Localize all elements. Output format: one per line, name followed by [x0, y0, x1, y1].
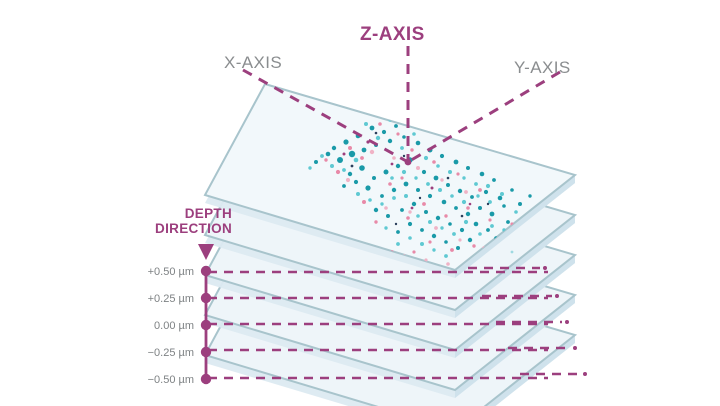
depth-node-1 [200, 265, 212, 277]
z-axis-label: Z-AXIS [360, 24, 425, 45]
depth-node-3 [200, 319, 212, 331]
depth-guide-lines [208, 270, 548, 380]
particle-cloud [308, 118, 532, 266]
depth-tick-label-1: +0.50 µm [148, 266, 194, 278]
axis-guides [242, 46, 561, 166]
depth-direction-label-line1: DEPTH [185, 206, 232, 221]
y-axis-label: Y-AXIS [514, 58, 571, 77]
depth-tick-label-3: 0.00 µm [154, 320, 194, 332]
particle-group-teal-light [308, 118, 518, 258]
depth-direction-arrow [198, 244, 214, 260]
depth-node-4 [200, 346, 212, 358]
x-axis-label: X-AXIS [224, 53, 282, 72]
x-axis-guide-line [242, 68, 409, 164]
depth-node-5 [200, 373, 212, 385]
axis-origin-marker [404, 158, 412, 166]
depth-tick-label-4: −0.25 µm [148, 347, 194, 359]
depth-direction-label-line2: DIRECTION [155, 221, 232, 236]
depth-scale [198, 244, 214, 385]
depth-tick-label-5: −0.50 µm [148, 374, 194, 386]
particle-group-pink [324, 122, 514, 254]
y-axis-guide-line [407, 70, 561, 164]
particle-group-teal [314, 124, 532, 250]
depth-node-2 [200, 292, 212, 304]
depth-guide-endpoint-dots [543, 266, 587, 376]
depth-guide-right-tails [468, 266, 580, 376]
slab-layer-1-top [203, 82, 578, 278]
particle-group-dark [350, 131, 490, 226]
depth-tick-label-2: +0.25 µm [148, 293, 194, 305]
